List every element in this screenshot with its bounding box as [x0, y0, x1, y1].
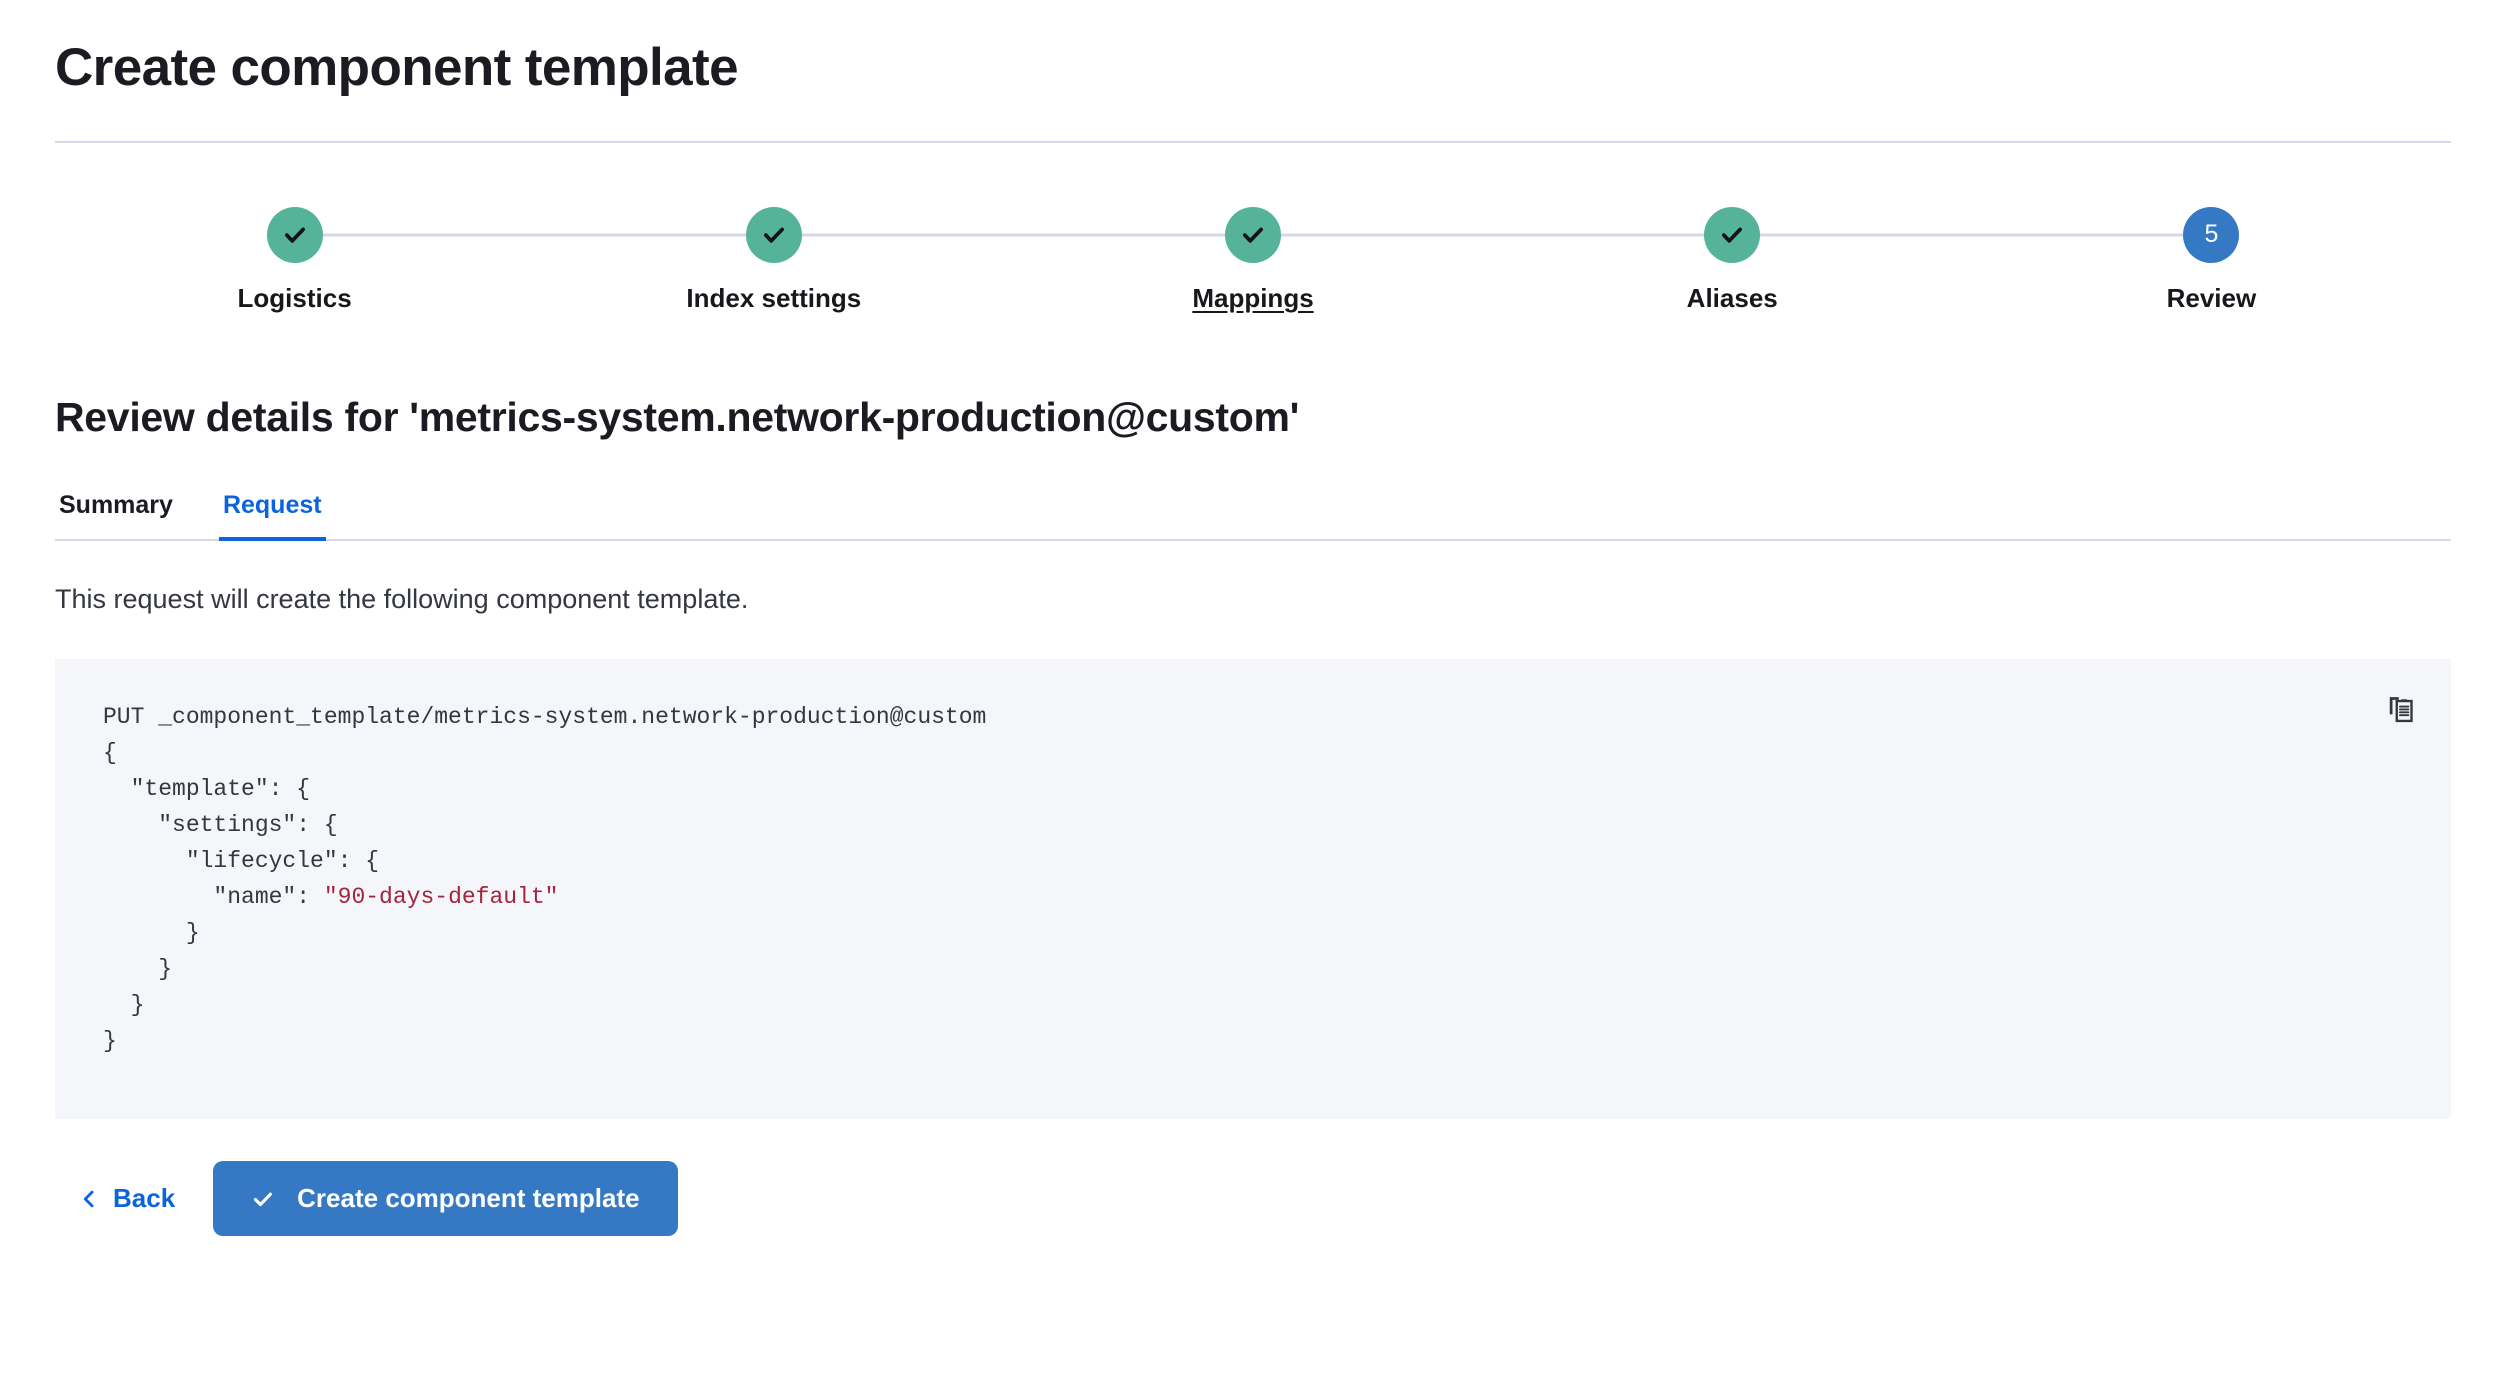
tab-summary[interactable]: Summary [55, 491, 177, 539]
tab-request[interactable]: Request [218, 491, 326, 541]
code-line: "template": { [103, 776, 311, 803]
back-button[interactable]: Back [73, 1173, 181, 1224]
step-circle-complete[interactable] [745, 206, 802, 263]
code-line: } [103, 956, 173, 983]
code-string-value: "90-days-default" [323, 884, 559, 911]
code-line: } [103, 992, 145, 1019]
check-icon [1240, 222, 1266, 248]
step-circle-row [55, 206, 535, 263]
check-icon [282, 222, 308, 248]
code-line: "lifecycle": { [103, 848, 380, 875]
step-connector-left [1492, 233, 1705, 237]
step-label[interactable]: Mappings [1192, 282, 1314, 313]
code-key: "name": [103, 884, 324, 911]
step-label[interactable]: Logistics [237, 282, 352, 313]
code-line: } [103, 1028, 117, 1055]
step-circle-row [1492, 206, 1972, 263]
check-icon [761, 222, 787, 248]
step-circle-current[interactable]: 5 [2183, 206, 2240, 263]
request-description: This request will create the following c… [55, 583, 749, 614]
wizard-footer: Back Create component template [55, 1161, 2451, 1237]
step-circle-row [1013, 206, 1493, 263]
review-heading: Review details for 'metrics-system.netwo… [55, 393, 1300, 440]
header-divider [55, 140, 2451, 143]
chevron-left-icon [79, 1189, 99, 1209]
back-button-label: Back [113, 1183, 176, 1214]
code-line: PUT _component_template/metrics-system.n… [103, 704, 987, 731]
step-circle-complete[interactable] [266, 206, 323, 263]
step-circle-row [534, 206, 1014, 263]
copy-clipboard-icon [2386, 694, 2416, 724]
step-circle-row: 5 [1971, 206, 2451, 263]
step-connector-right [801, 233, 1014, 237]
request-code-block: PUT _component_template/metrics-system.n… [55, 659, 2451, 1120]
step-number: 5 [2204, 220, 2219, 249]
stepper-step-mappings[interactable]: Mappings [1013, 206, 1493, 314]
review-tabs: Summary Request [55, 491, 2451, 541]
step-connector-left [1013, 233, 1226, 237]
step-label[interactable]: Index settings [686, 282, 862, 313]
step-connector-left [534, 233, 746, 237]
step-connector-left [1971, 233, 2184, 237]
stepper-step-aliases[interactable]: Aliases [1492, 206, 1972, 314]
code-line: "name": "90-days-default" [103, 879, 2451, 915]
step-circle-complete[interactable] [1704, 206, 1761, 263]
request-code-content: PUT _component_template/metrics-system.n… [55, 699, 2451, 1059]
check-icon [251, 1187, 275, 1211]
step-connector-right [1760, 233, 1972, 237]
code-line: { [103, 740, 117, 767]
step-connector-right [1281, 233, 1493, 237]
create-component-template-button-label: Create component template [297, 1183, 640, 1214]
code-line: } [103, 920, 200, 947]
step-label[interactable]: Review [2166, 282, 2257, 313]
step-label[interactable]: Aliases [1686, 282, 1778, 313]
create-component-template-button[interactable]: Create component template [213, 1161, 678, 1237]
stepper-step-index-settings[interactable]: Index settings [534, 206, 1014, 314]
code-line: "settings": { [103, 812, 338, 839]
step-connector-right [322, 233, 535, 237]
page-title: Create component template [55, 38, 739, 97]
step-circle-complete[interactable] [1225, 206, 1281, 263]
stepper-step-logistics[interactable]: Logistics [55, 206, 535, 314]
check-icon [1719, 222, 1745, 248]
copy-to-clipboard-button[interactable] [2379, 687, 2423, 731]
